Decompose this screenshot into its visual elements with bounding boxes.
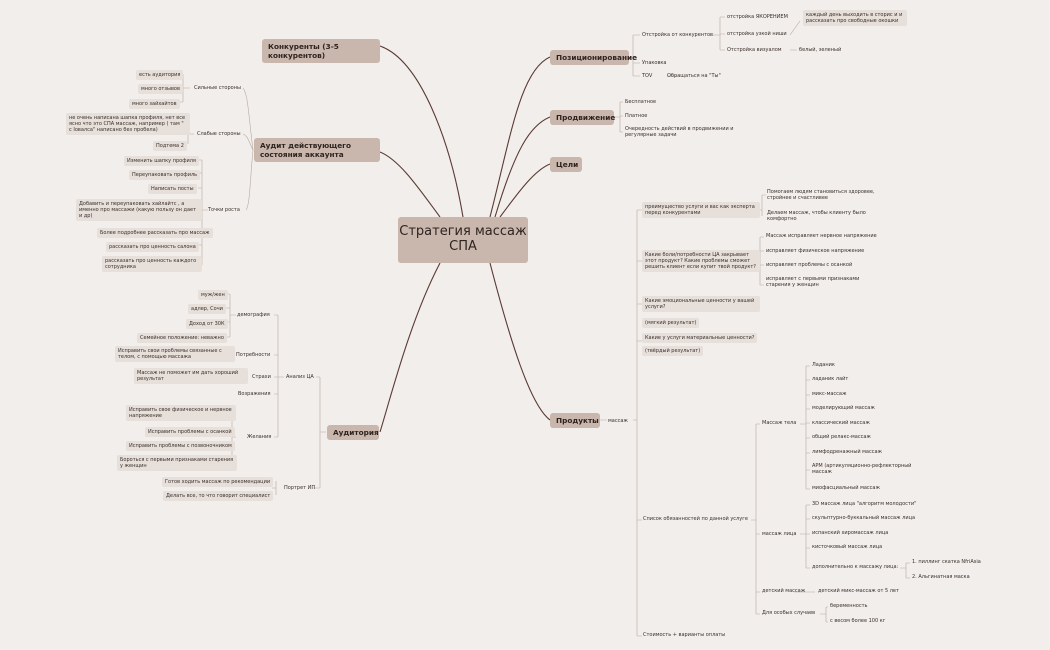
growth-item[interactable]: Добавить и переупаковать хайлайтс , а им… [76,199,202,221]
body-massage-label[interactable]: Массаж тела [762,420,797,426]
promotion-item[interactable]: Очередность действий в продвижении и рег… [625,126,734,138]
body-item[interactable]: лимфодренажный массаж [812,449,883,455]
material-node[interactable]: Какие у услуги материальные ценности? [642,333,758,343]
body-item[interactable]: ладаник лайт [812,376,849,382]
soft-result[interactable]: (мягкий результат) [642,318,700,328]
body-item[interactable]: общий релакс-массаж [812,434,871,440]
body-item[interactable]: классический массаж [812,420,870,426]
fears-label[interactable]: Страхи [252,374,271,380]
positioning-opt[interactable]: отстройка узкой ниши [727,31,787,37]
strong-item[interactable]: есть аудитория [136,70,184,80]
positioning-note[interactable]: каждый день выходить в сторис и и расска… [803,10,907,26]
kids-massage-label[interactable]: детский массаж [762,588,806,594]
duties-list-label[interactable]: Список обязанностей по данной услуге [643,516,748,522]
weak-item[interactable]: не очень написана шапка профиля, нет все… [66,113,190,135]
strong-sides-label[interactable]: Сильные стороны [194,85,241,91]
face-extra-item[interactable]: 1. пиллинг скатка NfriAsia [912,559,981,565]
kids-massage-note[interactable]: детский микс-массаж от 5 лет [818,588,899,594]
demo-item[interactable]: Семейное положение: неважно [137,333,227,343]
portrait-label[interactable]: Портрет ИП [284,485,316,491]
desire-item[interactable]: Исправить свое физическое и нервное напр… [126,405,236,421]
demo-item[interactable]: муж/жен [198,290,228,300]
objections-label[interactable]: Возражения [238,391,271,397]
price-label[interactable]: Стоимость + варианты оплаты [643,632,726,638]
face-item[interactable]: 3D массаж лица "алгоритм молодости" [812,501,917,507]
growth-item[interactable]: рассказать про ценность каждого сотрудни… [102,256,202,272]
fears-item[interactable]: Массаж не поможет им дать хороший резуль… [134,368,248,384]
pain-item[interactable]: исправляет физическое напряжение [766,248,865,254]
hard-result[interactable]: (твёрдый результат) [642,346,704,356]
growth-item[interactable]: Изменить шапку профиля [124,156,199,166]
pains-node[interactable]: Какие боли/потребности ЦА закрывает этот… [642,250,760,272]
demographics-label[interactable]: демография [237,312,270,318]
emotional-node[interactable]: Какие эмоциональные ценности у вашей усл… [642,296,760,312]
strong-item[interactable]: много зайхайтов [129,99,180,109]
body-item[interactable]: микс-массаж [812,391,847,397]
portrait-item[interactable]: Делать все, то что говорит специалист [163,491,274,501]
topic-goals[interactable]: Цели [550,157,582,172]
tov-note[interactable]: Обращаться на "Ты" [667,73,721,79]
demo-item[interactable]: Доход от 30К [186,319,228,329]
special-item[interactable]: беременность [830,603,868,609]
face-extra-item[interactable]: 2. Альгинатная маска [912,574,970,580]
body-item[interactable]: миофасциальный массаж [812,485,880,491]
massage-label[interactable]: массаж [608,418,628,424]
advantage-item[interactable]: Делаем массаж, чтобы клиенту было комфор… [767,210,866,222]
needs-item[interactable]: Исправить свои проблемы связанные с тело… [115,346,235,362]
central-topic[interactable]: Стратегия массаж СПА [398,217,528,263]
advantage-node[interactable]: преимущество услуги и вас как эксперта п… [642,202,760,218]
face-item[interactable]: испанский хиромассаж лица [812,530,889,536]
body-item[interactable]: АРМ (артикуляционно-рефлекторный массаж [812,463,912,475]
positioning-opt[interactable]: Отстройка визуалом [727,47,782,53]
pain-item[interactable]: исправляет проблемы с осанкой [766,262,853,268]
special-item[interactable]: с весом более 100 кг [830,618,886,624]
demo-item[interactable]: адлер, Сочи [188,304,226,314]
portrait-item[interactable]: Готов ходить массаж по рекомендации [162,477,274,487]
weak-sides-label[interactable]: Слабые стороны [197,131,241,137]
tov-label[interactable]: TOV [642,73,653,79]
packaging-label[interactable]: Упаковка [642,60,667,66]
topic-promotion[interactable]: Продвижение [550,110,615,125]
desire-item[interactable]: Исправить проблемы с позвоночником [126,441,235,451]
promotion-item[interactable]: Бесплатное [625,99,657,105]
promotion-item[interactable]: Платное [625,113,648,119]
from-competitors-label[interactable]: Отстройка от конкурентов [642,32,713,38]
face-massage-label[interactable]: массаж лица [762,531,797,537]
special-label[interactable]: Для особых случаев [762,610,816,616]
advantage-item[interactable]: Помогаем людям становиться здоровее, стр… [767,189,875,201]
body-item[interactable]: Ладаник [812,362,835,368]
positioning-note[interactable]: белый, зеленый [799,47,842,53]
growth-item[interactable]: Переупаковать профиль [129,170,201,180]
desires-label[interactable]: Желания [247,434,272,440]
topic-positioning[interactable]: Позиционирование [550,50,637,65]
face-extra-label[interactable]: дополнительно к массажу лица: [812,564,899,570]
body-item[interactable]: моделирующий массаж [812,405,875,411]
growth-item[interactable]: Более подробнее рассказать про массаж [97,228,213,238]
positioning-opt[interactable]: отстройка ЯКОРЕНИЕМ [727,14,788,20]
face-item[interactable]: кисточковый массаж лица [812,544,883,550]
desire-item[interactable]: Бороться с первыми признаками старения у… [117,455,237,471]
growth-points-label[interactable]: Точки роста [208,207,240,213]
pain-item[interactable]: Массаж исправляет нервное напряжение [766,233,877,239]
desire-item[interactable]: Исправить проблемы с осанкой [145,427,235,437]
topic-competitors[interactable]: Конкуренты (3-5 конкурентов) [262,39,380,63]
growth-item[interactable]: Написать посты [148,184,197,194]
topic-audience[interactable]: Аудитория [327,425,379,440]
analysis-label[interactable]: Анализ ЦА [286,374,314,380]
strong-item[interactable]: много отзывов [138,84,183,94]
topic-products[interactable]: Продукты [550,413,600,428]
pain-item[interactable]: исправляет с первыми признаками старения… [766,276,860,288]
topic-account-audit[interactable]: Аудит действующего состояния аккаунта [254,138,380,162]
face-item[interactable]: скульптурно-буккальный массаж лица [812,515,916,521]
growth-item[interactable]: рассказать про ценность салона [106,242,199,252]
needs-label[interactable]: Потребности [236,352,271,358]
weak-item[interactable]: Подтема 2 [153,141,187,151]
